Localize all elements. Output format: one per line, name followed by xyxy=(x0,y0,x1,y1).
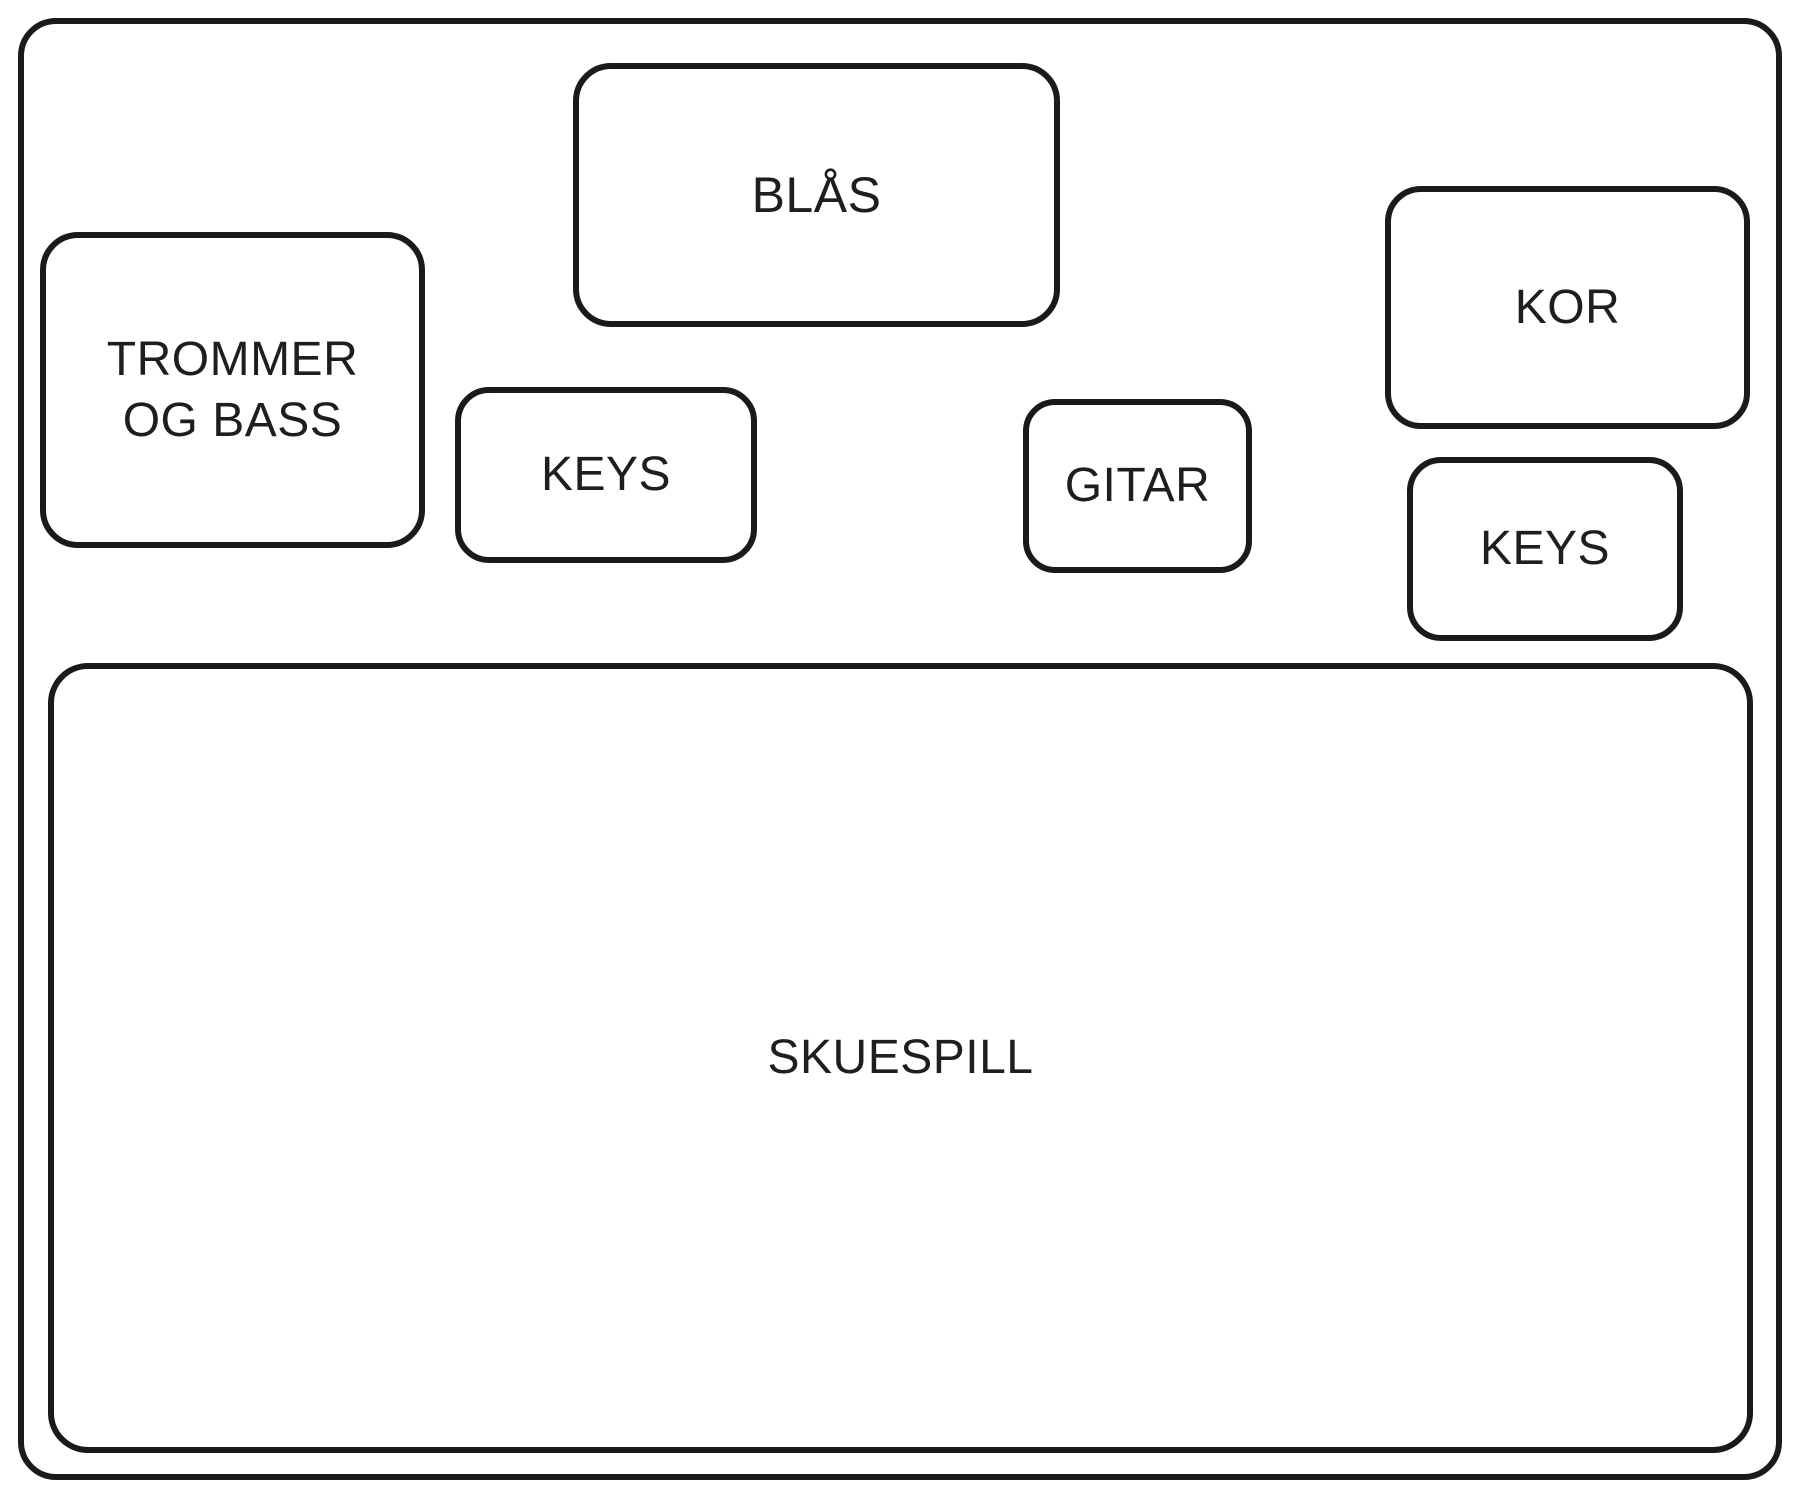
zone-keys-right[interactable]: KEYS xyxy=(1407,457,1683,641)
zone-kor[interactable]: KOR xyxy=(1385,186,1750,429)
zone-trommer-og-bass[interactable]: TROMMER OG BASS xyxy=(40,232,425,548)
zone-trommer-og-bass-label: TROMMER OG BASS xyxy=(106,332,359,447)
stage-outline-boundary xyxy=(18,18,1782,1480)
zone-blas[interactable]: BLÅS xyxy=(573,63,1060,327)
zone-keys-left-label: KEYS xyxy=(540,448,672,502)
zone-gitar[interactable]: GITAR xyxy=(1023,399,1252,573)
zone-keys-left[interactable]: KEYS xyxy=(455,387,757,563)
zone-gitar-label: GITAR xyxy=(1064,459,1211,513)
zone-kor-label: KOR xyxy=(1514,280,1621,334)
zone-keys-right-label: KEYS xyxy=(1479,522,1611,576)
zone-skuespill[interactable]: SKUESPILL xyxy=(48,663,1753,1453)
zone-blas-label: BLÅS xyxy=(751,167,882,223)
zone-skuespill-label: SKUESPILL xyxy=(767,1031,1034,1085)
